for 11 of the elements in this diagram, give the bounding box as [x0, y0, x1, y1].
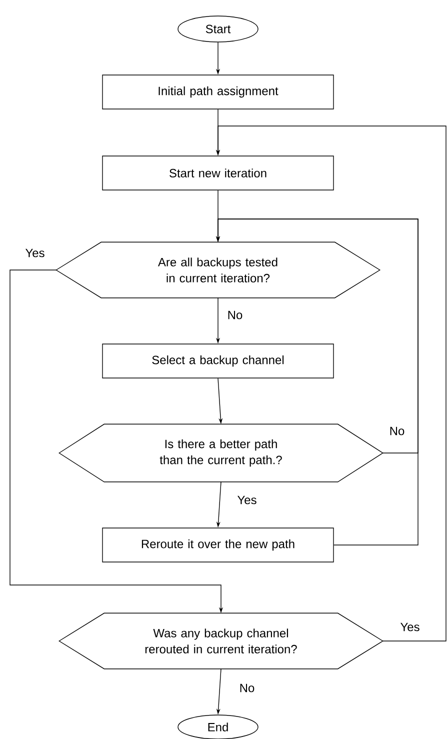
- process-box: Reroute it over the new path: [102, 528, 334, 562]
- process-box: Select a backup channel: [102, 344, 334, 378]
- edge-label: No: [228, 310, 242, 320]
- edge-label: Yes: [400, 622, 420, 632]
- decision-hexagon: Is there a better path than the current path.?: [58, 424, 384, 482]
- edge-label: No: [240, 684, 254, 692]
- process-box: Start new iteration: [102, 156, 334, 190]
- edge-label: No: [390, 426, 404, 436]
- process-box: Initial path assignment: [102, 74, 334, 110]
- edge-label: Yes: [25, 248, 44, 258]
- edge-label: Yes: [237, 496, 256, 504]
